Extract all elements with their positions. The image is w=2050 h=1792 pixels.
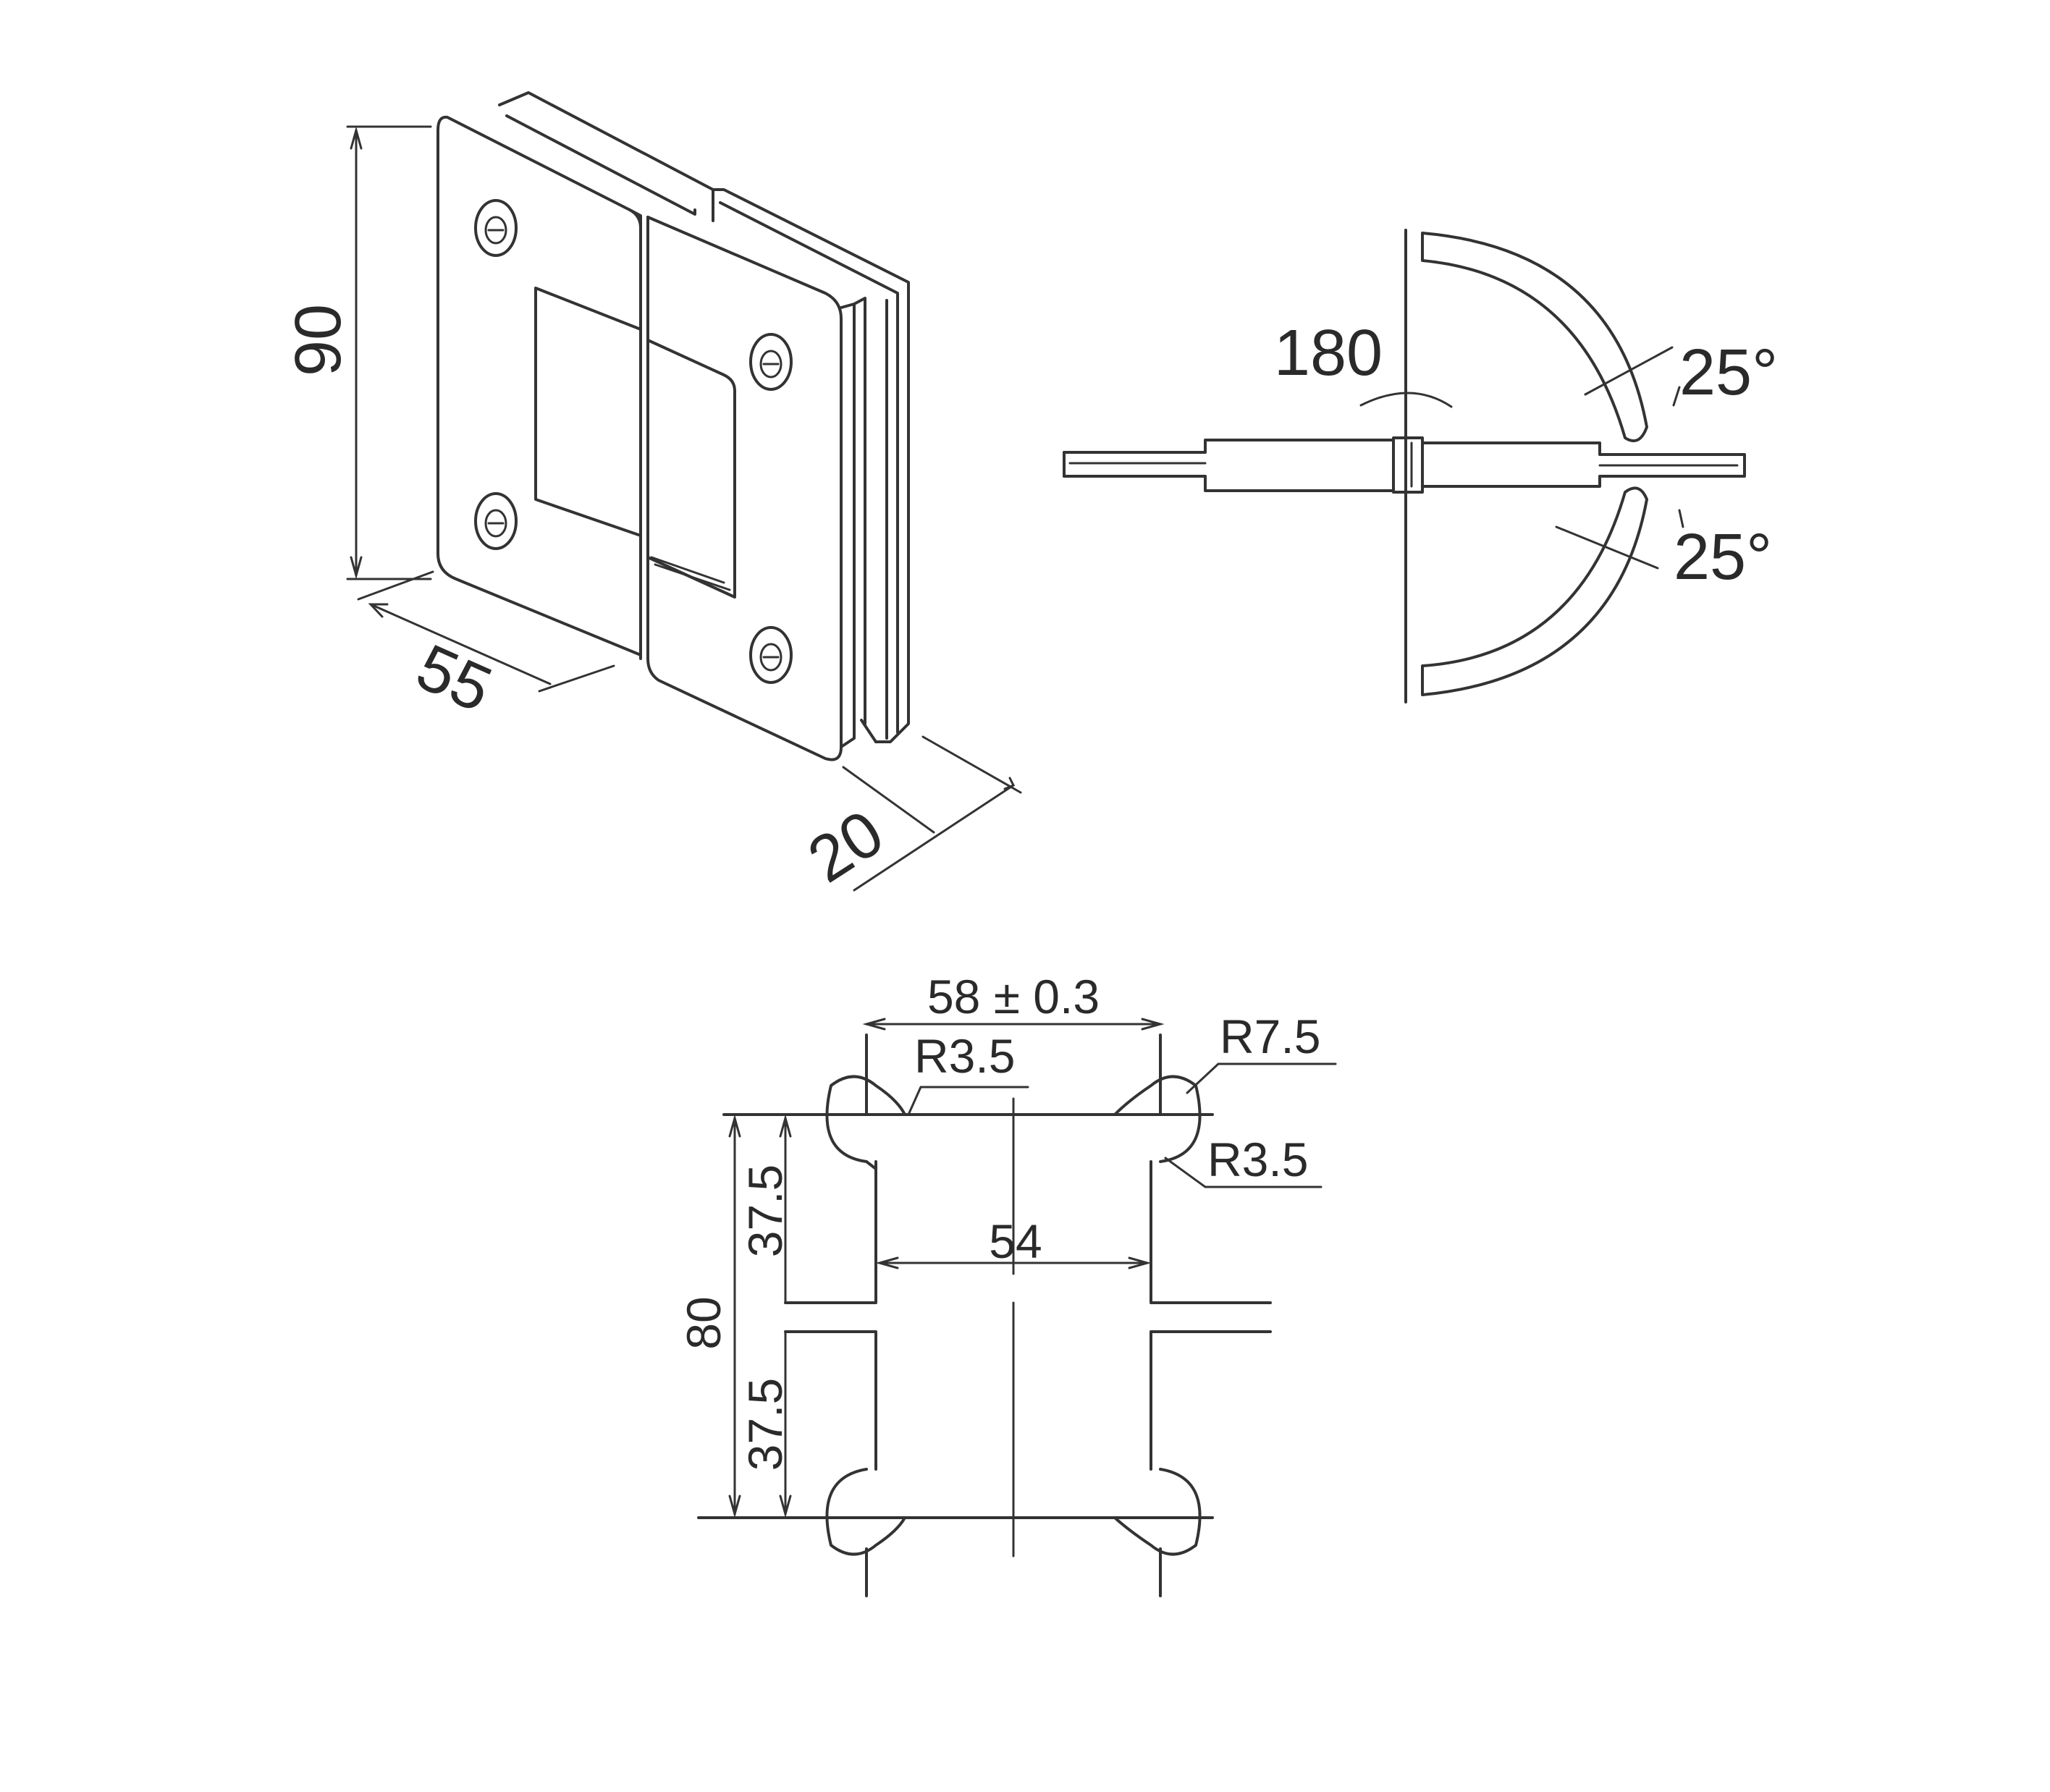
radius-right-inner-label: R3.5	[1207, 1133, 1308, 1186]
radius-outer-label: R7.5	[1220, 1010, 1320, 1063]
dimension-inner-width: 54	[875, 1214, 1152, 1269]
swing-range-view: 180 25° 25°	[1063, 229, 1778, 703]
hinge-left-recess	[534, 287, 642, 537]
total-height-label: 80	[677, 1296, 730, 1349]
glass-cutout-view: 58 ± 0.3 R3.5 R7.5 R3.5 54 80	[677, 970, 1337, 1597]
half-height-lower-label: 37.5	[738, 1378, 792, 1471]
cutout-right-profile	[1150, 1034, 1272, 1304]
hinge-center-spine	[628, 208, 649, 660]
dimension-half-height-lower: 37.5	[738, 1330, 792, 1518]
inner-width-label: 54	[989, 1214, 1042, 1268]
screw-cover-icon	[749, 626, 793, 684]
rotation-label: 180	[1274, 317, 1383, 389]
isometric-hinge-view: 90 55 20	[282, 91, 1022, 897]
radius-left-top-label: R3.5	[914, 1029, 1015, 1083]
hinge-left-plate	[436, 115, 642, 656]
dimension-cutout-width: 58 ± 0.3	[862, 970, 1165, 1031]
hinge-back-plates	[498, 91, 910, 743]
angle-lower-label: 25°	[1674, 521, 1772, 593]
height-label: 90	[282, 304, 355, 376]
swing-arc-upper	[1421, 232, 1648, 442]
width-label: 55	[406, 631, 502, 727]
depth-label: 20	[796, 797, 895, 897]
dimension-height: 90	[282, 125, 432, 580]
dimension-radius-right-inner: R3.5	[1164, 1133, 1323, 1188]
screw-cover-icon	[474, 199, 518, 257]
hinge-bar	[1063, 436, 1746, 494]
dimension-half-height-upper: 37.5	[738, 1114, 792, 1304]
dimension-width: 55	[357, 570, 615, 727]
swing-arc-lower	[1421, 486, 1648, 696]
half-height-upper-label: 37.5	[738, 1165, 792, 1257]
hinge-right-recess	[646, 339, 736, 599]
dimension-radius-left: R3.5	[907, 1029, 1029, 1116]
cutout-left-profile	[784, 1034, 877, 1304]
hinge-right-plate	[646, 216, 843, 761]
width-tolerance-label: 58 ± 0.3	[927, 970, 1100, 1023]
dimension-radius-outer: R7.5	[1186, 1010, 1337, 1094]
angle-upper-label: 25°	[1679, 337, 1778, 409]
screw-cover-icon	[474, 492, 518, 550]
dimension-total-height: 80	[677, 1114, 741, 1518]
screw-cover-icon	[749, 333, 793, 391]
